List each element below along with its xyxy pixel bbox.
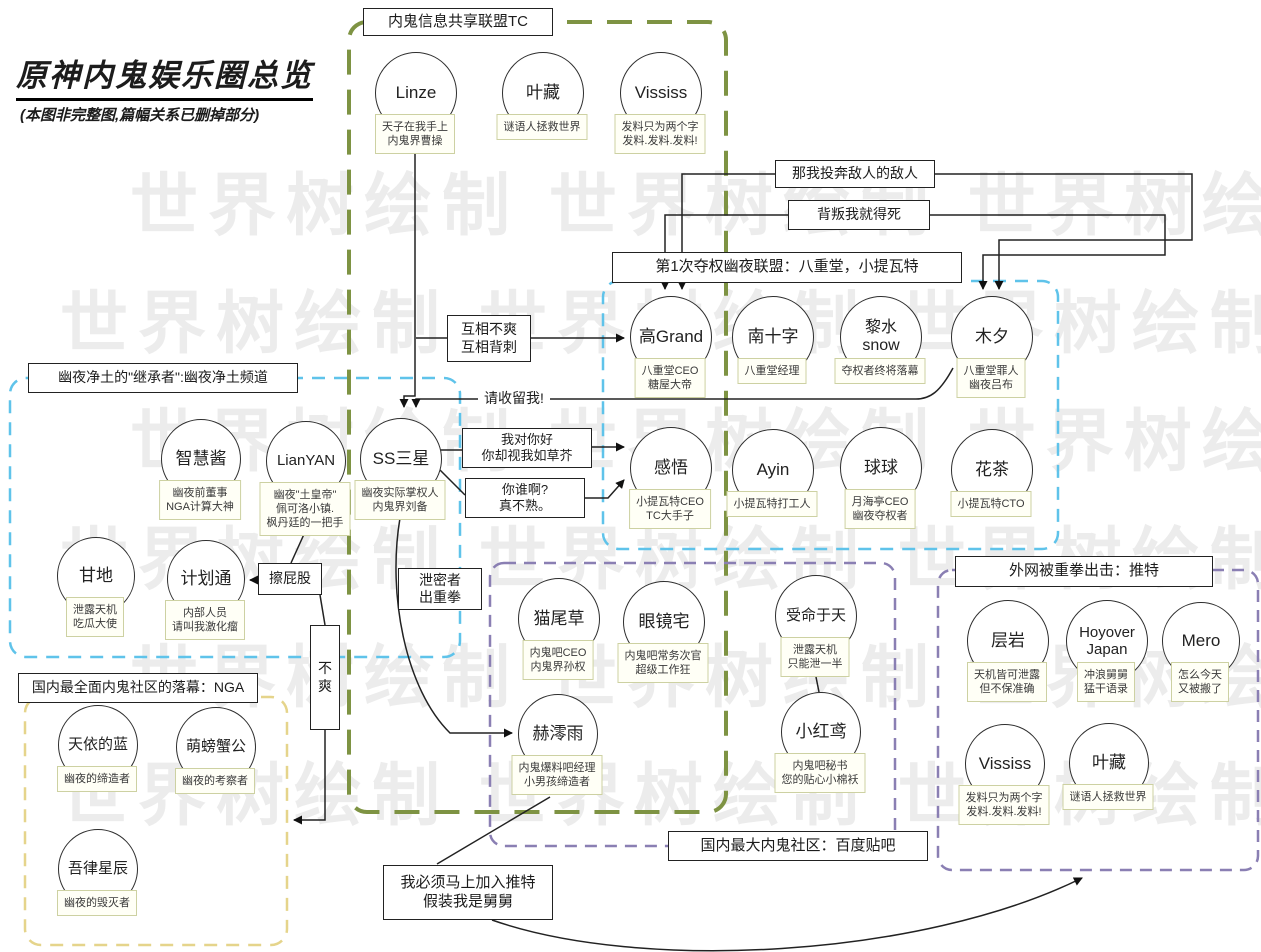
callout-defect-to-enemy: 那我投奔敌人的敌人: [775, 160, 935, 188]
callout-mutual-backstab: 互相不爽 互相背刺: [447, 315, 531, 362]
node-label-tianyi: 幽夜的缔造者: [57, 766, 137, 792]
callout-tc-title: 内鬼信息共享联盟TC: [363, 8, 553, 36]
node-label-yecang-top: 谜语人拯救世界: [496, 114, 588, 140]
callout-nga-title: 国内最全面内鬼社区的落幕：NGA: [18, 673, 258, 703]
callout-first-coup-title: 第1次夺权幽夜联盟：八重堂，小提瓦特: [612, 252, 962, 283]
connector-annoyed-top: [319, 594, 326, 626]
node-label-mero: 怎么今天 又被搬了: [1171, 662, 1229, 702]
callout-annoyed: 不 爽: [310, 625, 340, 730]
connector-betray-right: [930, 214, 1166, 290]
callout-who-are-you: 你谁啊? 真不熟。: [465, 478, 585, 518]
callout-leaker-punch: 泄密者 出重拳: [398, 568, 482, 610]
callout-good-to-you: 我对你好 你却视我如草芥: [462, 428, 592, 468]
callout-wipe-butt: 擦屁股: [258, 563, 322, 595]
node-label-lishui-snow: 夺权者终将落幕: [834, 358, 926, 384]
connector-ss-whoareyou-left: [439, 469, 466, 496]
watermark-text: 世界树绘制 世界树绘制 世界树绘制: [130, 168, 1261, 244]
node-label-huacha: 小提瓦特CTO: [950, 491, 1032, 517]
node-label-nan-shizi: 八重堂经理: [737, 358, 807, 384]
node-label-yecang-bottom: 谜语人拯救世界: [1062, 784, 1154, 810]
callout-twitter-title: 外网被重拳出击：推特: [955, 556, 1213, 587]
node-label-wulvxingchen: 幽夜的毁灭者: [57, 890, 137, 916]
node-label-ganwu: 小提瓦特CEO TC大手子: [629, 489, 711, 529]
page-subtitle: (本图非完整图,篇幅关系已删掉部分): [20, 107, 260, 124]
connector-lianyan-to-wipebutt: [290, 531, 306, 564]
node-label-muxi: 八重堂罪人 幽夜吕布: [956, 358, 1026, 398]
page-title: 原神内鬼娱乐圈总览: [16, 50, 313, 101]
node-label-shouming: 泄露天机 只能泄一半: [780, 637, 850, 677]
node-label-maoweicao: 内鬼吧CEO 内鬼界孙权: [522, 640, 594, 680]
node-label-xiaohongyuan: 内鬼吧秘书 您的贴心小棉袄: [774, 753, 866, 793]
connector-jointwitter-to-twitter: [491, 877, 1083, 952]
node-label-vississ-bottom: 发料只为两个字 发料.发料.发料!: [958, 785, 1050, 825]
connector-whoareyou-to-ganwu: [585, 479, 625, 499]
connector-shouming-to-xiaohong: [815, 676, 820, 693]
callout-youye-title: 幽夜净土的"继承者":幽夜净土频道: [28, 363, 298, 393]
connector-ss-punch-helingyu: [395, 517, 513, 738]
connector-linze-to-sssanxing: [399, 152, 416, 408]
node-label-jihuatong: 内部人员 请叫我激化瘤: [165, 600, 245, 640]
node-label-ayin: 小提瓦特打工人: [726, 491, 818, 517]
node-label-vississ-top: 发料只为两个字 发料.发料.发料!: [614, 114, 706, 154]
node-label-qiuqiu: 月海亭CEO 幽夜夺权者: [844, 489, 916, 529]
connector-helingyu-to-jointwitter: [436, 796, 551, 865]
callout-please-take-me: 请收留我!: [478, 389, 550, 408]
connector-defect-left: [677, 173, 775, 290]
node-label-gao-grand: 八重堂CEO 糖屋大帝: [634, 358, 706, 398]
watermark-text: 世界树绘制 世界树绘制 世界树绘制: [60, 758, 1261, 834]
node-label-gandi: 泄露天机 吃瓜大使: [66, 597, 124, 637]
node-label-cengyan: 天机皆可泄露 但不保准确: [967, 662, 1047, 702]
node-label-lianyan: 幽夜"土皇帝" 佩可洛小镇. 枫丹廷的一把手: [259, 482, 351, 536]
node-label-yanjingzhai: 内鬼吧常务次官 超级工作狂: [617, 643, 709, 683]
callout-betray-die: 背叛我就得死: [788, 200, 930, 230]
node-label-linze: 天子在我手上 内鬼界曹操: [375, 114, 455, 154]
connector-defect-right: [935, 173, 1193, 290]
node-label-zhihuijiang: 幽夜前董事 NGA计算大神: [159, 480, 241, 520]
callout-tieba-title: 国内最大内鬼社区：百度贴吧: [668, 831, 928, 861]
connector-muxi-take-me-in: [411, 367, 954, 408]
node-label-mengpangxie: 幽夜的考察者: [175, 768, 255, 794]
callout-join-twitter: 我必须马上加入推特 假装我是舅舅: [383, 865, 553, 920]
node-label-hoyover-japan: 冲浪舅舅 猛干语录: [1077, 662, 1135, 702]
node-label-ss-sanxing: 幽夜实际掌权人 内鬼界刘备: [354, 480, 446, 520]
node-label-helingyu: 内鬼爆料吧经理 小男孩缔造者: [511, 755, 603, 795]
connector-annoyed-to-nga: [293, 730, 326, 825]
